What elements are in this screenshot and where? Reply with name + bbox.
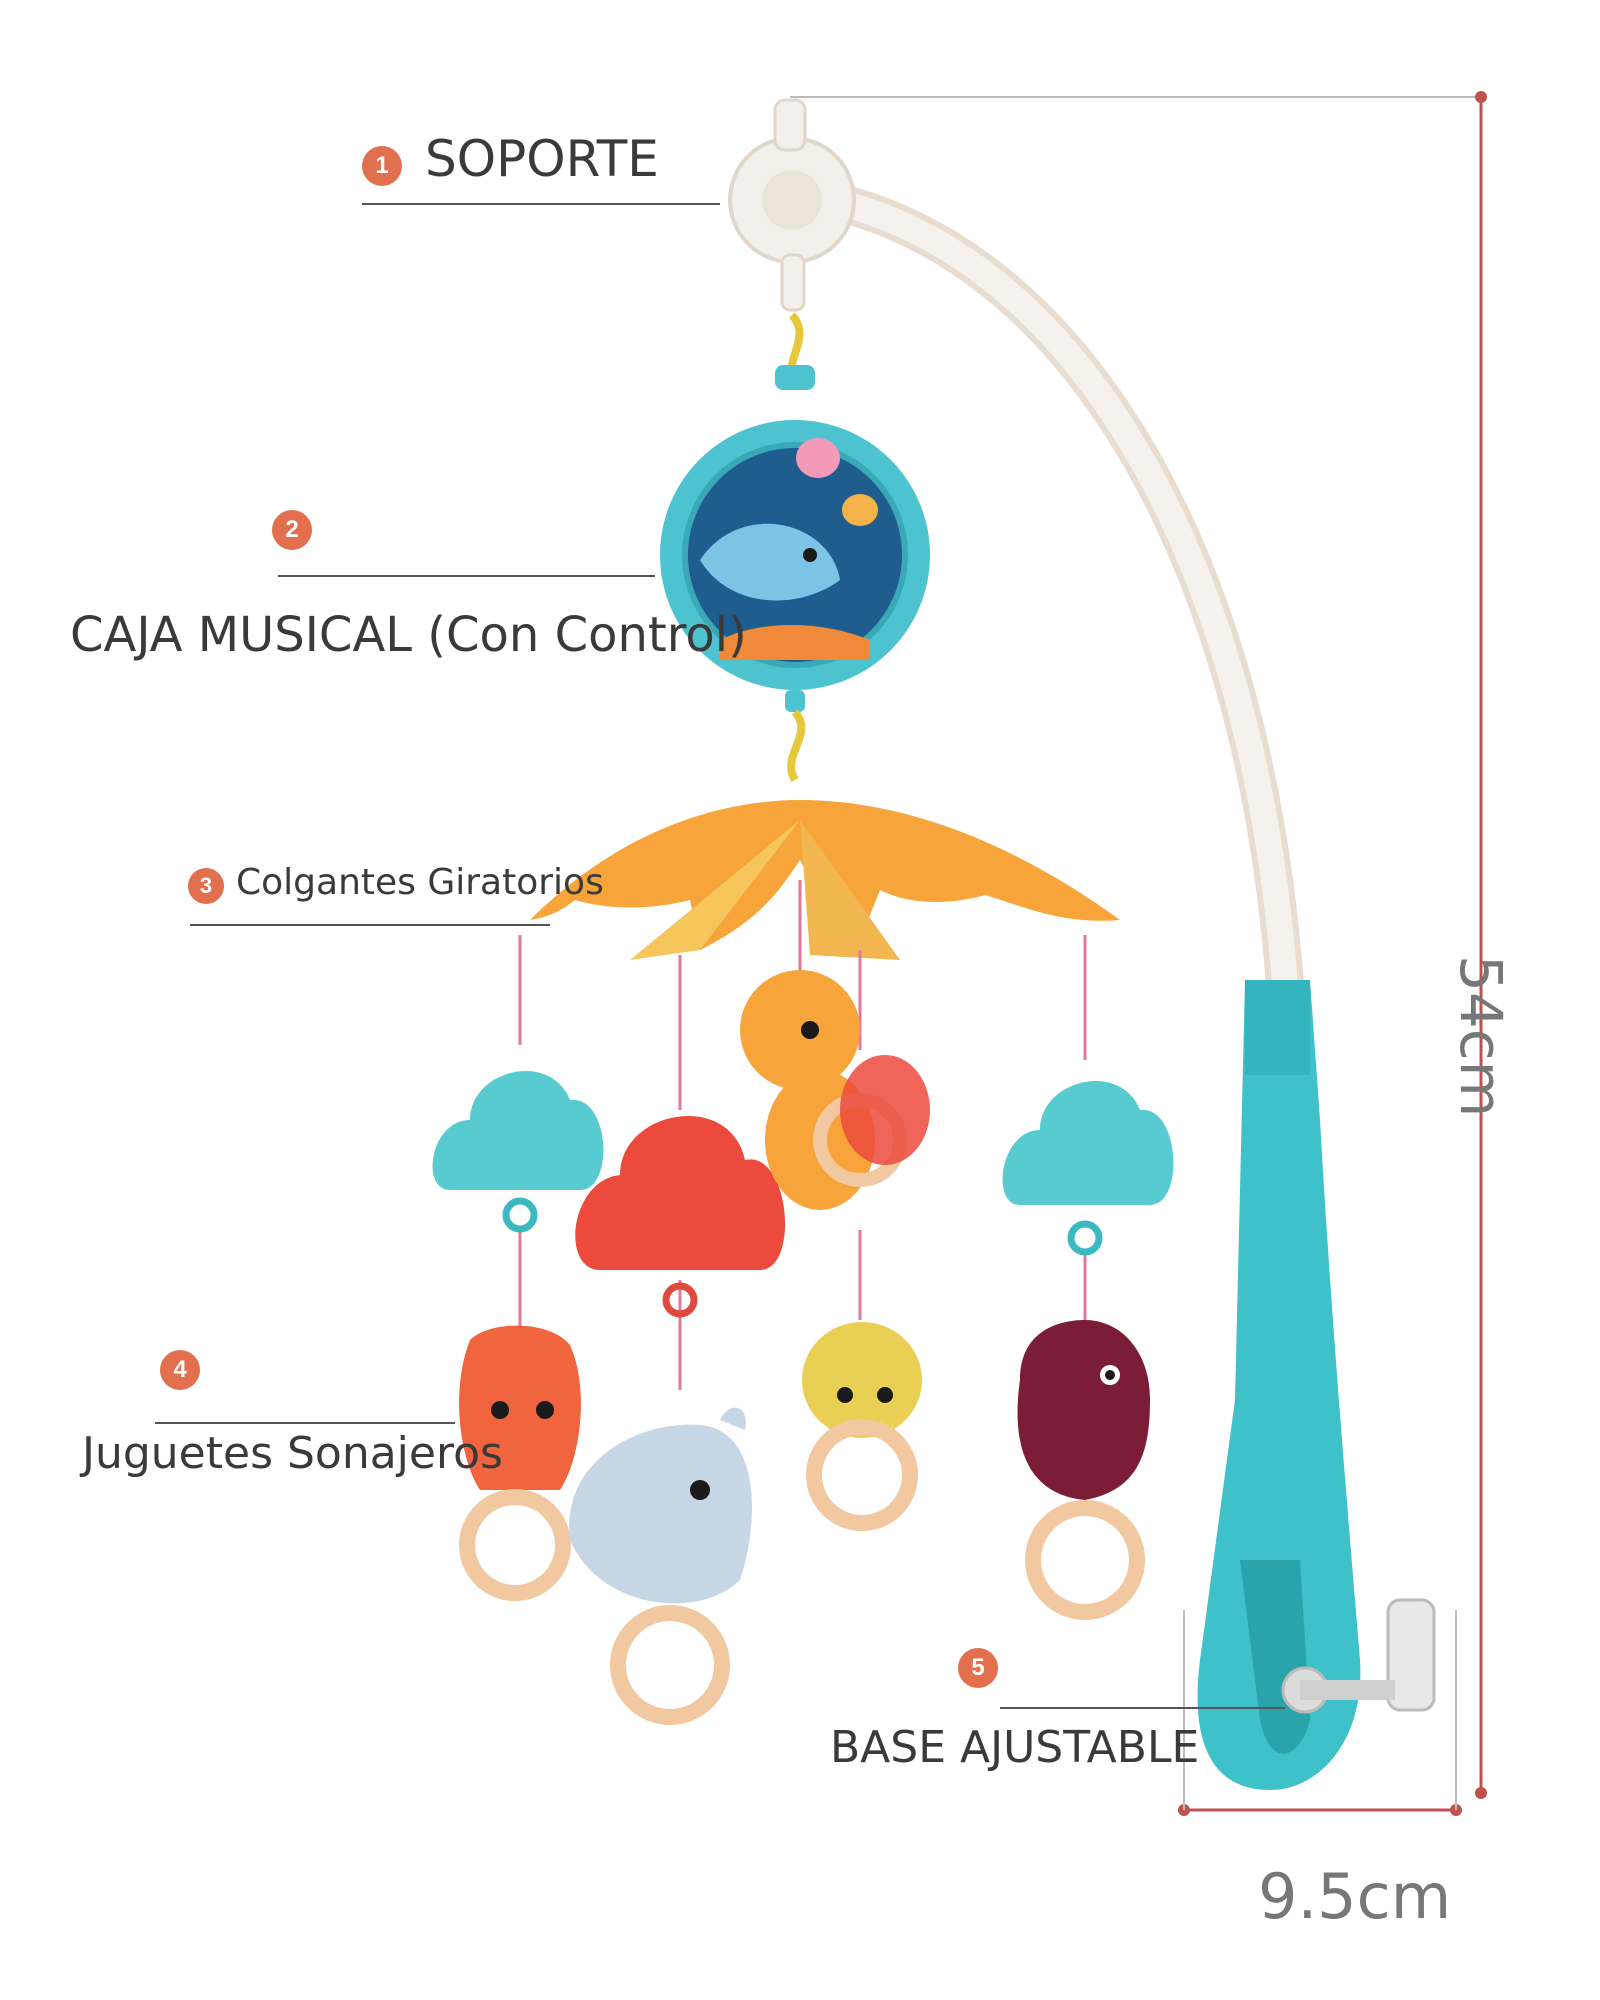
whale-icon	[569, 1407, 752, 1725]
teether-ring-icon	[459, 1489, 571, 1601]
shark-icon	[700, 523, 840, 601]
width-dimension-label: 9.5cm	[1258, 1860, 1452, 1933]
teether-ring-icon	[806, 1419, 918, 1531]
adjustable-base	[1197, 980, 1436, 1790]
cloud-icon	[432, 1071, 604, 1233]
cloud-icon	[1002, 1081, 1174, 1256]
support-arm	[728, 98, 1304, 1004]
canopy-icon	[530, 800, 1120, 960]
badge-5: 5	[958, 1648, 998, 1688]
teether-ring-icon	[1025, 1500, 1145, 1620]
leader-line-1	[362, 203, 720, 205]
leader-line-4	[155, 1422, 455, 1424]
leader-line-2	[278, 575, 655, 577]
fish-icon	[802, 1322, 922, 1531]
label-caja-musical: CAJA MUSICAL (Con Control)	[70, 607, 747, 663]
label-base-ajustable: BASE AJUSTABLE	[830, 1722, 1200, 1773]
badge-2: 2	[272, 510, 312, 550]
badge-3: 3	[188, 868, 224, 904]
badge-1: 1	[362, 146, 402, 186]
leader-line-5	[1000, 1707, 1285, 1709]
label-juguetes: Juguetes Sonajeros	[82, 1428, 503, 1479]
label-soporte: SOPORTE	[425, 130, 659, 188]
seahorse-icon	[740, 970, 930, 1210]
teether-ring-icon	[610, 1605, 730, 1725]
leader-line-3	[190, 924, 550, 926]
label-colgantes: Colgantes Giratorios	[236, 862, 604, 903]
octopus-icon	[796, 438, 840, 478]
dimension-lines	[790, 91, 1487, 1816]
fish-icon	[459, 1325, 581, 1601]
badge-4: 4	[160, 1350, 200, 1390]
bird-icon	[1017, 1320, 1150, 1620]
height-dimension-label: 54cm	[1447, 955, 1515, 1118]
cloud-icon	[575, 1116, 786, 1318]
music-box-icon	[660, 365, 930, 712]
